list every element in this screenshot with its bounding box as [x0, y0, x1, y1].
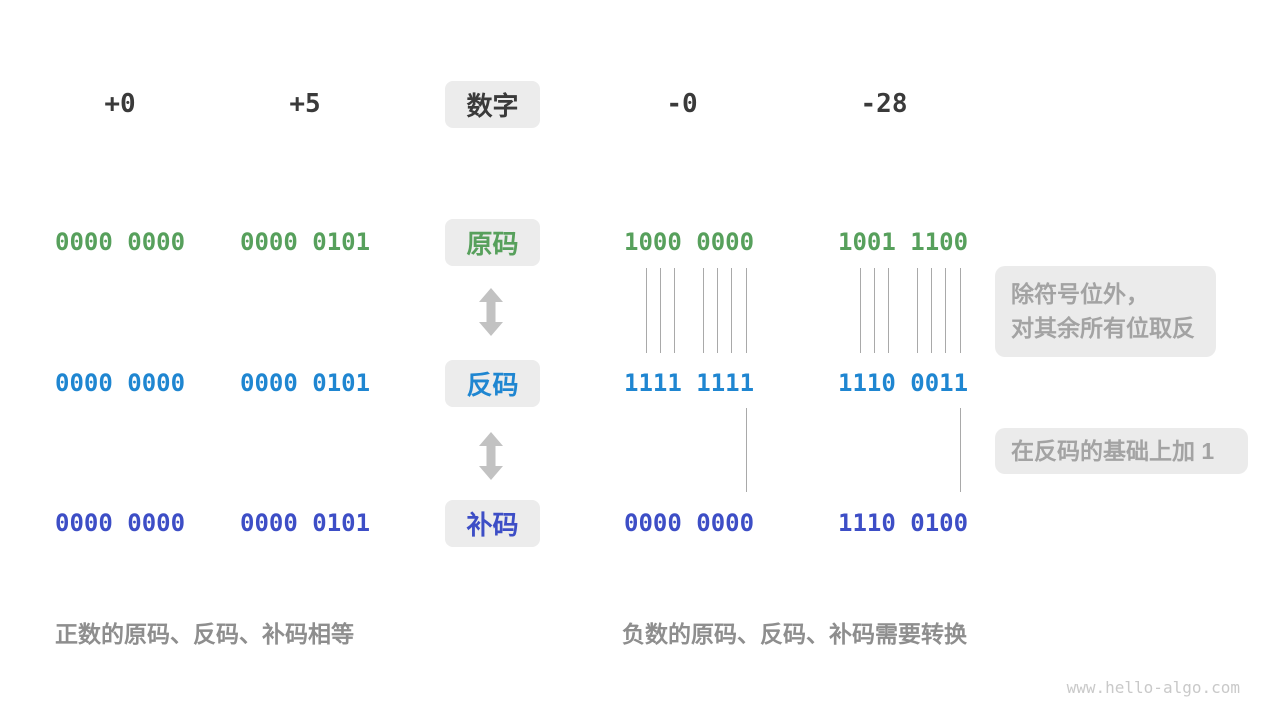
updown-arrow-icon	[478, 288, 504, 336]
header-number-plus0: +0	[104, 89, 136, 119]
header-number-minus28: -28	[860, 89, 908, 119]
twos-bits-minus28: 1110 0100	[838, 509, 969, 537]
bit-connector-line	[931, 268, 932, 353]
badge-twos-complement-label: 补码	[466, 510, 519, 540]
ones-bits-minus28: 1110 0011	[838, 369, 969, 397]
bit-connector-line	[874, 268, 875, 353]
watermark-url: www.hello-algo.com	[1066, 678, 1240, 697]
note-invert-bits-line2: 对其余所有位取反	[1011, 315, 1195, 341]
bit-connector-line	[703, 268, 704, 353]
bit-connector-line	[746, 408, 747, 492]
bit-connector-line	[945, 268, 946, 353]
bit-connector-line	[717, 268, 718, 353]
note-add-one-text: 在反码的基础上加 1	[1011, 438, 1215, 464]
badge-ones-complement: 反码	[445, 360, 540, 407]
bit-connector-line	[674, 268, 675, 353]
header-number-minus0: -0	[666, 89, 698, 119]
note-invert-bits-line1: 除符号位外，	[1011, 281, 1149, 307]
badge-twos-complement: 补码	[445, 500, 540, 547]
badge-number-label: 数字	[466, 91, 519, 121]
note-invert-bits: 除符号位外， 对其余所有位取反	[995, 266, 1216, 357]
note-add-one: 在反码的基础上加 1	[995, 428, 1248, 474]
ones-bits-minus0: 1111 1111	[624, 369, 755, 397]
bit-connector-line	[746, 268, 747, 353]
sign-bits-plus5: 0000 0101	[240, 228, 371, 256]
bit-connector-line	[731, 268, 732, 353]
caption-positive-numbers: 正数的原码、反码、补码相等	[55, 621, 354, 647]
bit-connector-line	[888, 268, 889, 353]
bit-connector-line	[646, 268, 647, 353]
badge-number: 数字	[445, 81, 540, 128]
twos-bits-minus0: 0000 0000	[624, 509, 755, 537]
ones-bits-plus0: 0000 0000	[55, 369, 186, 397]
ones-bits-plus5: 0000 0101	[240, 369, 371, 397]
badge-sign-magnitude: 原码	[445, 219, 540, 266]
sign-bits-minus28: 1001 1100	[838, 228, 969, 256]
bit-connector-line	[960, 268, 961, 353]
sign-bits-minus0: 1000 0000	[624, 228, 755, 256]
twos-bits-plus0: 0000 0000	[55, 509, 186, 537]
updown-arrow-icon	[478, 432, 504, 480]
badge-ones-complement-label: 反码	[466, 370, 519, 400]
bit-connector-line	[917, 268, 918, 353]
twos-bits-plus5: 0000 0101	[240, 509, 371, 537]
caption-negative-numbers: 负数的原码、反码、补码需要转换	[622, 621, 967, 647]
header-number-plus5: +5	[289, 89, 321, 119]
bit-connector-line	[660, 268, 661, 353]
bit-connector-line	[860, 268, 861, 353]
bit-connector-line	[960, 408, 961, 492]
badge-sign-magnitude-label: 原码	[466, 229, 519, 259]
sign-bits-plus0: 0000 0000	[55, 228, 186, 256]
